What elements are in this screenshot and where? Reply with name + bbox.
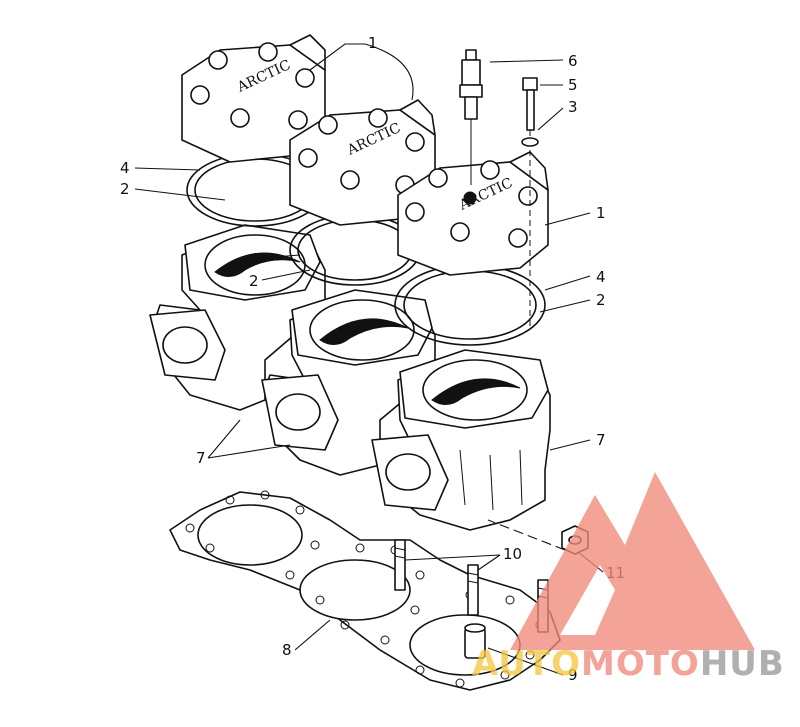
callout-labels: 1 1 2 2 2 3 4 4 4 5 6 7 7 8 9 10 11	[120, 34, 625, 684]
callout-9: 9	[568, 666, 578, 684]
head-bolt	[522, 77, 538, 330]
callout-3: 3	[568, 98, 578, 116]
watermark-text-hub: HUB	[700, 644, 785, 684]
washer	[521, 137, 539, 147]
callout-2-right: 2	[596, 291, 606, 309]
callout-6: 6	[568, 52, 578, 70]
base-gasket	[169, 490, 561, 691]
callout-1-top: 1	[368, 34, 378, 52]
leader-lines	[134, 43, 604, 676]
callout-1-right: 1	[596, 204, 606, 222]
callout-5: 5	[568, 76, 578, 94]
dowel-pin	[464, 623, 486, 659]
watermark-text-moto: MOTO	[581, 644, 700, 684]
callout-7-right: 7	[596, 431, 606, 449]
watermark-triangle	[510, 472, 755, 650]
cylinder-ribs	[459, 449, 523, 511]
cylinder-head-left: ARCTIC	[181, 34, 326, 163]
cylinder-right	[371, 349, 551, 531]
callout-7-left: 7	[196, 449, 206, 467]
callout-2-left: 2	[120, 180, 130, 198]
callout-10: 10	[503, 545, 522, 563]
callout-4-middle: 4	[249, 250, 259, 268]
cylinder-head-right: ARCTIC	[397, 151, 549, 276]
watermark-text-auto: AUTO	[472, 644, 581, 684]
callout-8: 8	[282, 641, 292, 659]
callout-4-left: 4	[120, 159, 130, 177]
callout-4-right: 4	[596, 268, 606, 286]
callout-2-middle: 2	[249, 272, 259, 290]
spark-plug	[459, 49, 483, 185]
svg-text:AUTOMOTOHUB: AUTOMOTOHUB	[472, 644, 785, 684]
watermark-logo: AUTOMOTOHUB	[472, 472, 785, 684]
cylinder-left	[149, 224, 326, 411]
cylinder-middle	[261, 289, 436, 476]
